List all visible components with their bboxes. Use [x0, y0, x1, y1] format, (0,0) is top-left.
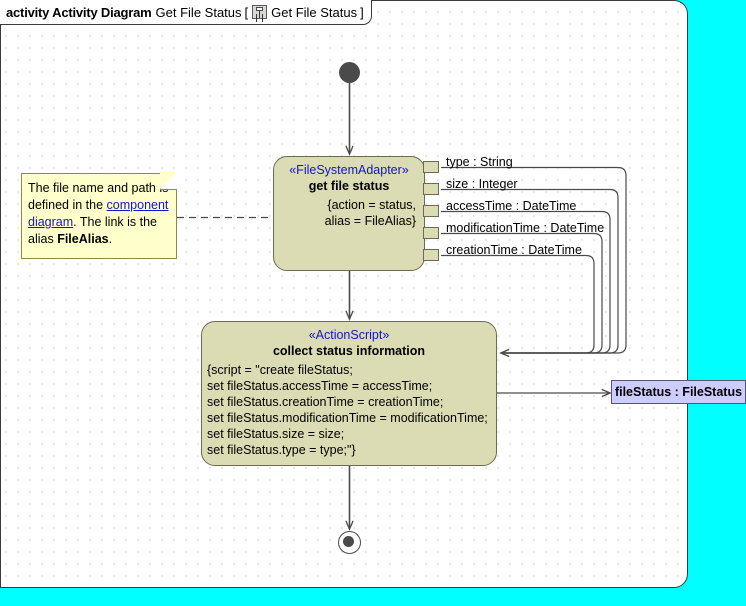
- diagram-frame-label: Get File Status: [271, 4, 358, 20]
- note-bold-filealias: FileAlias: [57, 232, 109, 246]
- bracket-close: ]: [360, 4, 364, 20]
- edge-pin-type: [441, 166, 627, 354]
- note-text-part1: The file name and path is defined in the: [28, 181, 169, 212]
- note-fold-corner: [160, 172, 177, 190]
- grid-background: [1, 1, 687, 587]
- output-pin-label-modificationtime: modificationTime : DateTime: [446, 221, 605, 235]
- output-pin-size[interactable]: [423, 183, 439, 195]
- action-node-get-file-status[interactable]: «FileSystemAdapter» get file status {act…: [273, 156, 425, 271]
- diagram-title-tab[interactable]: activity Activity Diagram Get File Statu…: [0, 0, 372, 25]
- activity-diagram-frame: «FileSystemAdapter» get file status {act…: [0, 0, 688, 588]
- output-pin-creationtime[interactable]: [423, 249, 439, 261]
- output-pin-label-accesstime: accessTime : DateTime: [446, 199, 577, 213]
- edge-pin-size: [441, 188, 619, 354]
- output-pin-label-size: size : Integer: [446, 177, 518, 191]
- action-node-title: get file status: [308, 179, 390, 193]
- diagram-title-name: Get File Status: [155, 4, 242, 20]
- output-pin-label-type: type : String: [446, 155, 513, 169]
- diagram-title-keyword: activity Activity Diagram: [6, 4, 152, 20]
- action-node-collect-status-information[interactable]: «ActionScript» collect status informatio…: [201, 321, 497, 466]
- note-text-part3: .: [108, 232, 113, 246]
- action-node-body: {action = status, alias = FileAlias}: [324, 198, 416, 228]
- note-file-name-and-path[interactable]: The file name and path is defined in the…: [21, 172, 177, 259]
- output-pin-label-creationtime: creationTime : DateTime: [446, 243, 582, 257]
- bracket-open: [: [244, 4, 249, 20]
- stereotype-label: «FileSystemAdapter»: [289, 163, 409, 177]
- activity-final-node[interactable]: [338, 531, 361, 554]
- object-node-label: fileStatus : FileStatus: [614, 385, 743, 399]
- output-pin-type[interactable]: [423, 161, 439, 173]
- note-text-part2: . The link is the alias: [28, 215, 158, 246]
- edge-pin-creationtime: [441, 254, 595, 354]
- stereotype-label: «ActionScript»: [308, 328, 390, 342]
- action-node-title: collect status information: [272, 344, 426, 358]
- output-pin-modificationtime[interactable]: [423, 227, 439, 239]
- initial-node[interactable]: [339, 62, 360, 83]
- object-node-filestatus[interactable]: fileStatus : FileStatus: [611, 380, 746, 404]
- note-link-component-diagram[interactable]: component diagram: [28, 198, 169, 229]
- output-pin-accesstime[interactable]: [423, 205, 439, 217]
- connector-layer: [177, 83, 627, 588]
- edge-pin-accesstime: [441, 210, 611, 354]
- edge-pin-modificationtime: [441, 232, 603, 354]
- activity-diagram-icon: [252, 5, 268, 19]
- action-node-body: {script = "create fileStatus; set fileSt…: [207, 363, 488, 457]
